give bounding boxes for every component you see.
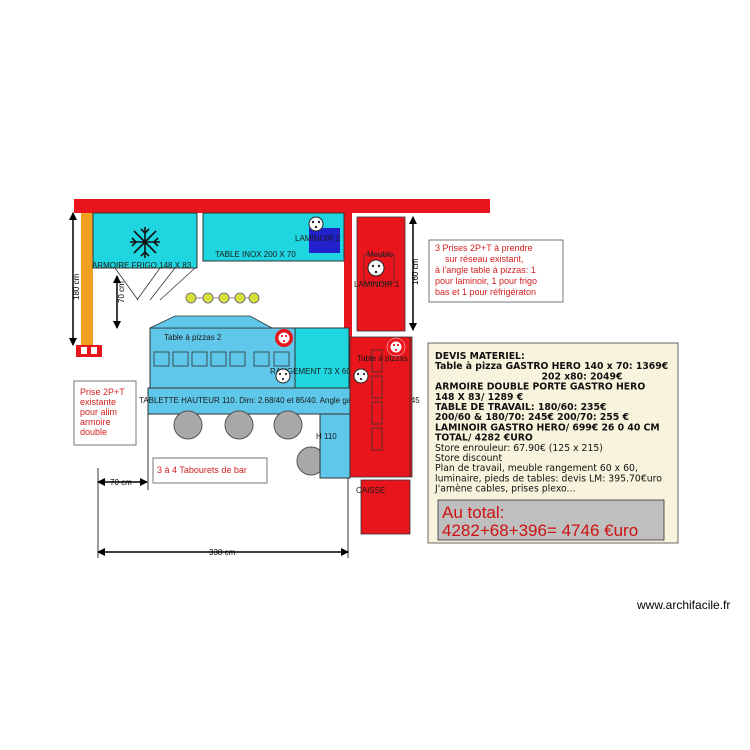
watermark[interactable]: www.archifacile.fr — [636, 598, 730, 612]
laminoir-1-box — [363, 254, 395, 284]
meuble-label: Meuble — [367, 250, 394, 259]
caisse[interactable] — [360, 479, 411, 535]
laminoir-2-label: LAMINOIR 2 — [295, 234, 341, 243]
total-box — [437, 499, 665, 541]
red-outlet-icon — [386, 337, 406, 357]
devis-line: LAMINOIR GASTRO HERO/ 699€ 26 0 40 CM — [435, 422, 660, 433]
devis-line: 202 x80: 2049€ — [542, 371, 623, 382]
devis-lines: DEVIS MATERIEL:Table à pizza GASTRO HERO… — [434, 351, 668, 495]
outlet-icon — [275, 368, 291, 384]
outlet-icon — [367, 259, 385, 277]
orange-wall — [81, 213, 93, 353]
drawer-column — [371, 349, 383, 451]
devis-line: Plan de travail, meuble rangement 60 x 6… — [435, 463, 638, 474]
dim-70-vertical: 70 cm — [117, 281, 126, 303]
top-wall — [74, 199, 490, 213]
note-prises-a-prendre — [428, 239, 564, 303]
note-prise-line: double — [80, 427, 107, 437]
devis-line: Table à pizza GASTRO HERO 140 x 70: 1369… — [435, 361, 668, 372]
outlet-icon — [353, 368, 369, 384]
snowflake-icon — [130, 227, 160, 258]
tablette-label: TABLETTE HAUTEUR 110. Dim: 2.68/40 et 85… — [139, 396, 420, 405]
tablette[interactable] — [147, 387, 351, 415]
devis-line: TABLE DE TRAVAIL: 180/60: 235€ — [435, 402, 606, 413]
laminoir-1-label: LAMINOIR 1 — [354, 280, 400, 289]
light-fixture — [185, 292, 260, 304]
table-pizzas-label: Table à pizzas — [357, 354, 408, 363]
caisse-label: CAISSE — [356, 486, 385, 495]
devis-line: Store enrouleur: 67.90€ (125 x 215) — [435, 443, 603, 454]
total-formula: 4282+68+396= 4746 €uro — [442, 521, 638, 540]
devis-line: 148 X 83/ 1289 € — [435, 392, 523, 403]
note-prises-line: bas et 1 pour réfrigératon — [435, 287, 536, 297]
plug-left — [76, 345, 102, 357]
note-prises-line: sur réseau existant, — [445, 254, 524, 264]
note-prise-line: armoire — [80, 417, 111, 427]
devis-line: Store discount — [435, 453, 502, 464]
note-tabourets-text: 3 à 4 Tabourets de bar — [157, 465, 247, 475]
total-title: Au total: — [442, 503, 504, 522]
bar-stool — [173, 410, 203, 440]
armoire-frigo-label: ARMOIRE FRIGO 148 X 83 — [92, 261, 192, 270]
plug-left-slot — [81, 347, 87, 354]
devis-line: J'amène cables, prises plexo... — [434, 484, 575, 495]
note-prise-line: existante — [80, 397, 116, 407]
devis-line: 200/60 & 180/70: 245€ 200/70: 255 € — [435, 412, 629, 423]
bar-stool — [224, 410, 254, 440]
outlet-icon — [308, 216, 324, 232]
devis-line: DEVIS MATERIEL: — [435, 351, 525, 362]
devis-line: ARMOIRE DOUBLE PORTE GASTRO HERO — [435, 382, 645, 393]
dim-338: 338 cm — [209, 548, 236, 557]
devis-line: TOTAL/ 4282 €URO — [435, 433, 533, 444]
table-inox-label: TABLE INOX 200 X 70 — [215, 250, 296, 259]
plug-left-slot — [91, 347, 97, 354]
dim-70-horizontal: 70 cm — [110, 478, 132, 487]
note-tabourets — [152, 457, 268, 484]
note-prises-line: à l'angle table à pizzas: 1 — [435, 265, 536, 275]
devis-line: luminaire, pieds de tables: devis LM: 39… — [435, 473, 662, 484]
rangement-label: RANGEMENT 73 X 60 — [270, 367, 351, 376]
h110-counter[interactable] — [319, 413, 351, 479]
note-prise-existante — [73, 380, 137, 446]
bar-stool — [273, 410, 303, 440]
note-prises-line: 3 Prises 2P+T à prendre — [435, 243, 533, 253]
red-outlet-icon — [275, 329, 293, 347]
laminoir-2-unit[interactable] — [309, 228, 340, 253]
note-prise-line: Prise 2P+T — [80, 387, 125, 397]
rangement[interactable] — [294, 327, 350, 389]
h110-label: H 110 — [316, 432, 337, 441]
table-pizzas-2-label: Table à pizzas 2 — [164, 333, 222, 342]
drawer-row — [153, 351, 290, 367]
dim-180-left: 180 cm — [72, 273, 81, 300]
note-prises-line: pour laminoir, 1 pour frigo — [435, 276, 537, 286]
table-pizzas[interactable] — [349, 336, 413, 478]
dim-160-right: 160 cm — [411, 258, 420, 285]
note-prise-line: pour alim — [80, 407, 117, 417]
